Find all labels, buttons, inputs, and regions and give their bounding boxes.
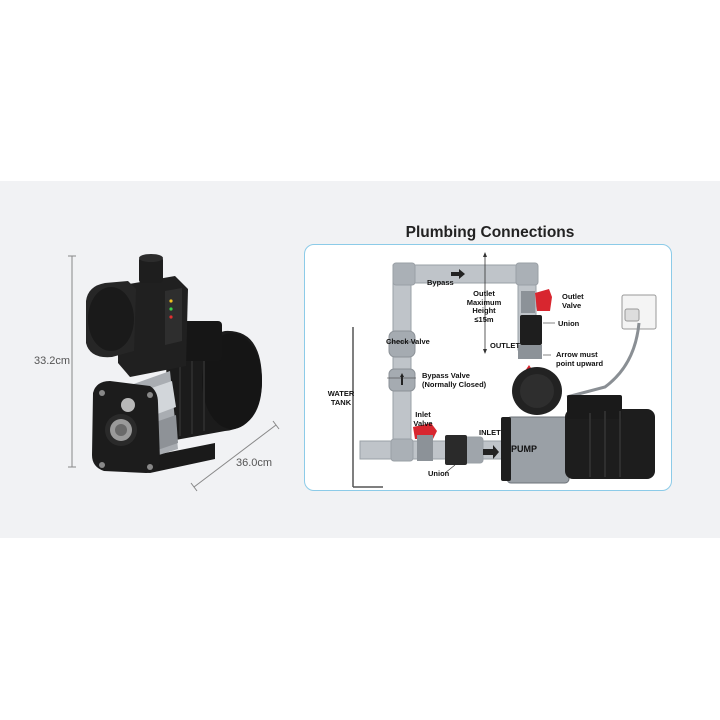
label-pump: PUMP <box>511 444 538 454</box>
motor <box>565 409 655 479</box>
label-union-bottom: Union <box>428 469 450 478</box>
plumbing-diagram-graphic <box>352 252 657 488</box>
label-bypass: Bypass <box>427 278 454 287</box>
pump-product-image <box>68 254 280 492</box>
bypass-flow-arrow <box>451 269 465 279</box>
outlet-valve-body <box>521 291 535 313</box>
outlet-valve-handle <box>535 289 552 311</box>
height-dimension-label: 33.2cm <box>34 355 71 367</box>
label-outlet-max-height: Outlet Maximum Height ≤15m <box>466 289 502 324</box>
inlet-arrow <box>483 445 499 459</box>
plumbing-diagram: Bypass Outlet Maximum Height ≤15m Outlet… <box>304 244 672 491</box>
power-cable <box>566 322 641 399</box>
label-water-tank: WATER TANK <box>327 389 355 407</box>
label-inlet-valve: Inlet Valve <box>413 410 433 428</box>
label-union-top: Union <box>558 319 580 328</box>
label-arrow-note: Arrow must point upward <box>556 350 604 368</box>
union-top <box>520 315 542 345</box>
diagram-title: Plumbing Connections <box>405 224 575 241</box>
label-inlet: INLET <box>479 428 501 437</box>
inlet-valve-body <box>417 435 433 461</box>
label-bypass-valve: Bypass Valve (Normally Closed) <box>422 371 487 389</box>
union-bottom <box>445 435 467 465</box>
length-dimension-label: 36.0cm <box>236 457 273 469</box>
label-outlet: OUTLET <box>490 341 520 350</box>
check-valve <box>388 330 416 358</box>
label-check-valve: Check Valve <box>386 337 430 346</box>
length-dimension-line <box>193 424 277 488</box>
label-outlet-valve: Outlet Valve <box>562 292 584 310</box>
